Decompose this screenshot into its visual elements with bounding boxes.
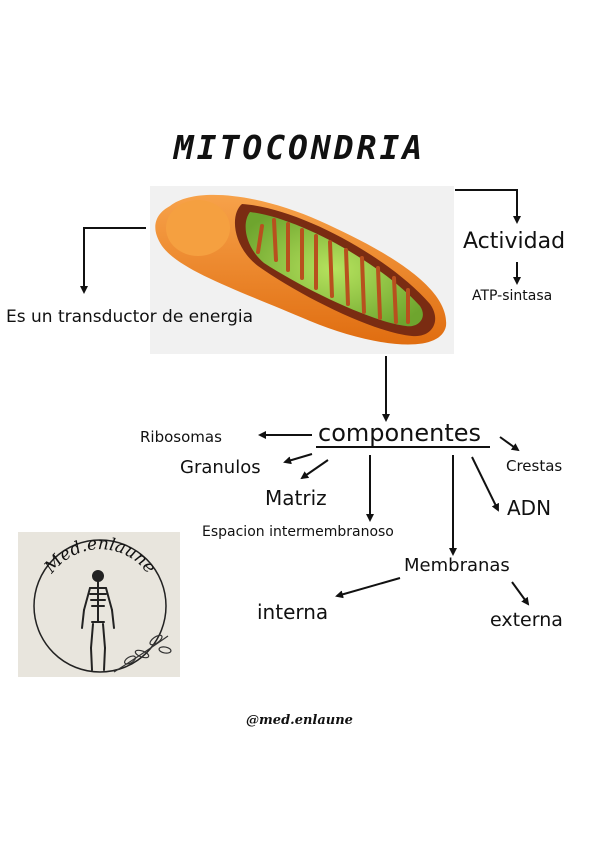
node-externa: externa <box>490 609 563 631</box>
page-title: MITOCONDRIA <box>173 128 426 167</box>
brand-logo: Med.enlaune <box>18 532 180 677</box>
node-componentes: componentes <box>318 419 482 447</box>
footer-handle: @med.enlaune <box>246 713 353 728</box>
node-granulos: Granulos <box>180 457 261 478</box>
skeleton-icon <box>81 570 115 671</box>
node-crestas: Crestas <box>506 457 563 475</box>
node-actividad: Actividad <box>463 229 566 254</box>
node-matriz: Matriz <box>265 486 327 510</box>
node-adn: ADN <box>507 496 552 520</box>
mitochondria-illustration <box>150 186 454 354</box>
node-espacio-intermembranoso: Espacion intermembranoso <box>202 524 394 540</box>
node-ribosomas: Ribosomas <box>140 428 222 446</box>
node-interna: interna <box>257 600 329 624</box>
node-atp-sintasa: ATP-sintasa <box>472 288 553 304</box>
node-transductor: Es un transductor de energia <box>6 307 253 327</box>
node-membranas: Membranas <box>404 555 510 576</box>
leaf-branch-icon <box>113 634 172 673</box>
